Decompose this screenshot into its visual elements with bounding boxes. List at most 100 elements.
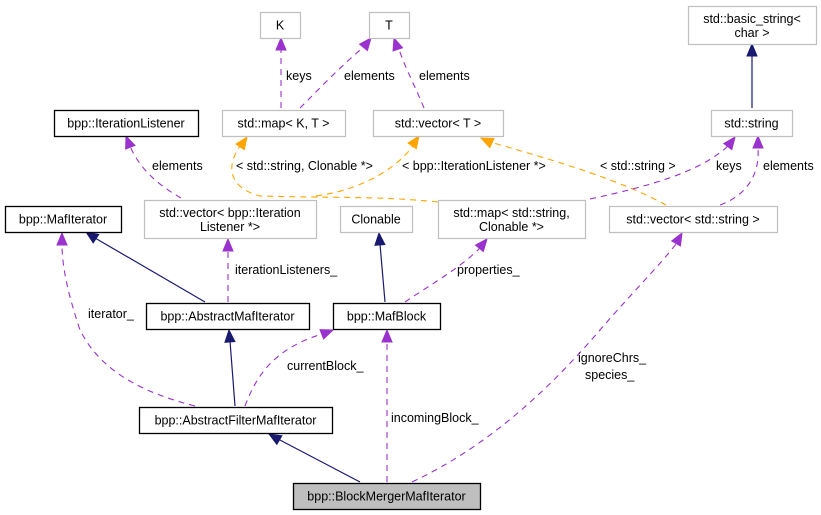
node-box — [221, 109, 347, 138]
edge-map-kt-to-t — [299, 36, 372, 109]
node-t: T — [368, 11, 411, 40]
edge-line — [411, 243, 677, 483]
node-iteration-listener[interactable]: bpp::IterationListener — [53, 109, 200, 138]
node-box — [339, 205, 414, 234]
edge-vector-s-to-string — [719, 134, 764, 206]
node-vector-t: std::vector< T > — [372, 109, 505, 138]
node-k: K — [259, 11, 302, 40]
node-label: std::string — [724, 117, 778, 131]
edge-block-merger-maf-iterator-to-abstract-filter-maf-iterator — [267, 433, 361, 483]
node-map-kt: std::map< K, T > — [221, 109, 347, 138]
edge-line — [379, 243, 386, 303]
node-abstract-filter-maf-iterator[interactable]: bpp::AbstractFilterMafIterator — [138, 406, 334, 435]
node-box — [437, 199, 587, 240]
node-vector-s: std::vector< std::string > — [608, 205, 779, 234]
node-basic-string: std::basic_string<char > — [687, 5, 818, 46]
edge-label: iterationListeners_ — [235, 263, 338, 277]
arrowhead-icon — [670, 231, 683, 247]
edge-line — [489, 141, 667, 206]
node-label: bpp::IterationListener — [67, 117, 184, 131]
node-map-sc: std::map< std::string,Clonable *> — [437, 199, 587, 240]
node-label: Clonable — [351, 213, 400, 227]
arrowhead-icon — [479, 137, 495, 149]
node-string: std::string — [710, 109, 794, 138]
arrowhead-icon — [392, 36, 404, 52]
node-box — [143, 199, 318, 240]
node-label: bpp::MafIterator — [19, 213, 107, 227]
edge-line — [299, 45, 366, 109]
node-box — [138, 406, 334, 435]
edge-line — [315, 145, 414, 197]
edge-label: species_ — [585, 368, 635, 382]
node-label: K — [276, 19, 285, 33]
edge-string-to-basic-string — [746, 42, 758, 108]
edge-label: ignoreChrs_ — [578, 351, 647, 365]
arrowhead-icon — [56, 231, 68, 246]
node-box — [259, 11, 302, 40]
edge-label: currentBlock_ — [287, 359, 364, 373]
node-label: char > — [734, 26, 769, 40]
edge-line — [244, 333, 323, 407]
edge-line — [231, 145, 439, 203]
node-label: bpp::BlockMergerMafIterator — [307, 490, 465, 504]
node-label: std::vector< bpp::Iteration — [159, 206, 300, 220]
edge-block-merger-maf-iterator-to-vector-s — [411, 231, 683, 483]
edge-maf-block-to-clonable — [374, 231, 386, 303]
node-label: Clonable *> — [479, 220, 544, 234]
edge-abstract-filter-maf-iterator-to-maf-iterator — [56, 231, 196, 407]
node-box — [372, 109, 505, 138]
arrowhead-icon — [222, 237, 234, 252]
edge-label: properties_ — [457, 263, 521, 277]
node-maf-iterator[interactable]: bpp::MafIterator — [4, 205, 123, 234]
edge-line — [719, 147, 759, 206]
node-box — [687, 5, 818, 46]
node-label: Listener *> — [200, 220, 260, 234]
node-label: T — [385, 19, 393, 33]
edge-label: keys — [716, 159, 742, 173]
node-box — [608, 205, 779, 234]
edge-label: keys — [286, 69, 312, 83]
edge-label: < bpp::IterationListener *> — [402, 159, 546, 173]
edge-line — [229, 340, 236, 407]
node-box — [368, 11, 411, 40]
edge-map-sc-to-string — [589, 135, 736, 200]
arrowhead-icon — [224, 328, 236, 343]
arrowhead-icon — [407, 134, 420, 150]
node-box — [53, 109, 200, 138]
arrowhead-icon — [275, 36, 287, 51]
edge-line — [61, 243, 196, 407]
node-box — [4, 205, 123, 234]
arrowhead-icon — [746, 42, 758, 57]
edge-abstract-maf-iterator-to-vector-il — [222, 237, 234, 302]
node-abstract-maf-iterator[interactable]: bpp::AbstractMafIterator — [145, 302, 311, 331]
edge-block-merger-maf-iterator-to-maf-block — [381, 328, 393, 482]
edge-vector-il-to-iteration-listener — [125, 134, 182, 199]
edge-label: elements — [419, 69, 470, 83]
edge-line — [397, 45, 425, 109]
arrowhead-icon — [267, 433, 283, 446]
arrowhead-icon — [381, 328, 393, 343]
arrowhead-icon — [374, 231, 386, 246]
arrowhead-icon — [319, 329, 335, 340]
edge-label: elements — [344, 69, 395, 83]
arrowhead-icon — [84, 231, 100, 244]
edge-label: < std::string > — [600, 159, 676, 173]
node-vector-il: std::vector< bpp::IterationListener *> — [143, 199, 318, 240]
node-label: std::basic_string< — [703, 12, 801, 26]
edge-line — [129, 145, 182, 199]
node-label: std::map< K, T > — [238, 117, 330, 131]
node-maf-block[interactable]: bpp::MafBlock — [332, 302, 442, 331]
node-block-merger-maf-iterator[interactable]: bpp::BlockMergerMafIterator — [292, 482, 482, 511]
node-label: std::vector< std::string > — [626, 213, 759, 227]
edge-vector-il-to-vector-t — [315, 134, 420, 197]
node-label: std::vector< T > — [395, 117, 481, 131]
node-box — [332, 302, 442, 331]
edge-abstract-filter-maf-iterator-to-abstract-maf-iterator — [224, 328, 236, 407]
edge-vector-t-to-t — [392, 36, 425, 109]
arrowhead-icon — [752, 134, 764, 149]
edge-abstract-maf-iterator-to-maf-iterator — [84, 231, 206, 303]
edges-layer — [56, 36, 764, 483]
edge-line — [589, 145, 729, 200]
